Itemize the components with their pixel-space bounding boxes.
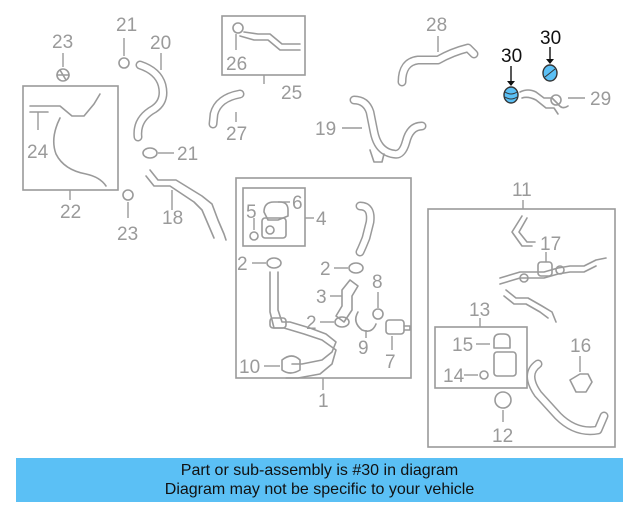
callout-2-b: 2 [320,259,331,280]
callout-30-right: 30 [540,28,561,49]
part-23-bottom[interactable] [122,189,134,218]
part-17-tee[interactable] [499,252,607,285]
callout-15: 15 [452,335,473,356]
part-18-pipe[interactable] [145,169,227,241]
part-16-bracket[interactable] [569,356,593,393]
part-27-hose[interactable] [208,89,245,129]
callout-2-c: 2 [306,313,317,334]
callout-13: 13 [469,300,490,321]
callout-12: 12 [492,426,513,447]
callout-6: 6 [292,193,303,214]
part-8-bolt[interactable] [372,292,384,320]
part-28-hose[interactable] [397,36,479,87]
part-2-clamp-c[interactable] [320,316,350,328]
box-11 [427,208,616,448]
part-20-hose[interactable] [133,53,168,142]
part-10-cap[interactable] [264,355,301,374]
part-19-pipe[interactable] [342,95,427,163]
callout-27: 27 [226,124,247,145]
callout-20: 20 [150,33,171,54]
callout-29: 29 [590,89,611,110]
hose-upper-box1[interactable] [355,201,375,257]
part-24-pipe[interactable] [29,93,107,187]
callout-26: 26 [226,54,247,75]
part-23-top[interactable] [56,53,70,82]
callout-3: 3 [316,287,327,308]
callout-21-top: 21 [116,15,137,36]
callout-9: 9 [358,338,369,359]
callout-17: 17 [540,234,561,255]
box-22 [22,85,119,191]
callout-2-a: 2 [237,254,248,275]
callout-16: 16 [570,336,591,357]
part-2-clamp-b[interactable] [334,262,364,274]
part-15-fitting[interactable] [476,333,517,377]
callout-14: 14 [443,366,465,387]
pipe-bottom-right[interactable] [526,359,609,436]
callout-19: 19 [315,119,336,140]
callout-10: 10 [239,357,260,378]
box-4 [242,187,306,247]
part-14-seal[interactable] [464,370,489,380]
callout-5: 5 [246,202,257,223]
pipe-lower-11[interactable] [503,289,557,323]
part-21-top[interactable] [118,38,130,69]
callout-23-top: 23 [52,32,73,53]
callout-24: 24 [27,142,49,163]
pipe-11[interactable] [511,215,536,247]
callout-23-bottom: 23 [117,224,138,245]
callout-22: 22 [60,202,81,223]
callout-18: 18 [162,208,183,229]
callout-8: 8 [372,272,383,293]
callout-30-left: 30 [501,46,522,67]
part-7-sensor[interactable] [385,319,411,350]
hose-main[interactable] [269,271,337,379]
part-29-pipe[interactable] [519,89,585,115]
part-9-ring[interactable] [354,311,377,338]
callout-28: 28 [426,15,447,36]
part-5-seal[interactable] [249,218,259,241]
callout-25: 25 [281,83,302,104]
part-30-clamp-left[interactable] [503,66,519,104]
callout-4: 4 [316,209,327,230]
part-3-connector[interactable] [330,279,359,323]
banner-line-1: Part or sub-assembly is #30 in diagram [180,462,459,479]
part-30-clamp-right[interactable] [542,47,558,82]
banner-line-2: Diagram may not be specific to your vehi… [164,481,475,498]
part-6-housing[interactable] [261,201,290,239]
part-21-mid[interactable] [142,147,174,159]
info-banner: Part or sub-assembly is #30 in diagram D… [16,458,623,502]
part-2-clamp-a[interactable] [252,257,282,269]
callout-21-mid: 21 [177,144,198,165]
callout-7: 7 [385,352,396,373]
part-12-cap[interactable] [494,391,512,422]
callout-1: 1 [318,391,329,412]
part-26-pipe[interactable] [232,22,301,51]
box-13 [434,326,528,389]
callout-11: 11 [512,180,532,201]
parts-diagram: 23 21 20 21 24 22 18 23 [22,15,616,448]
